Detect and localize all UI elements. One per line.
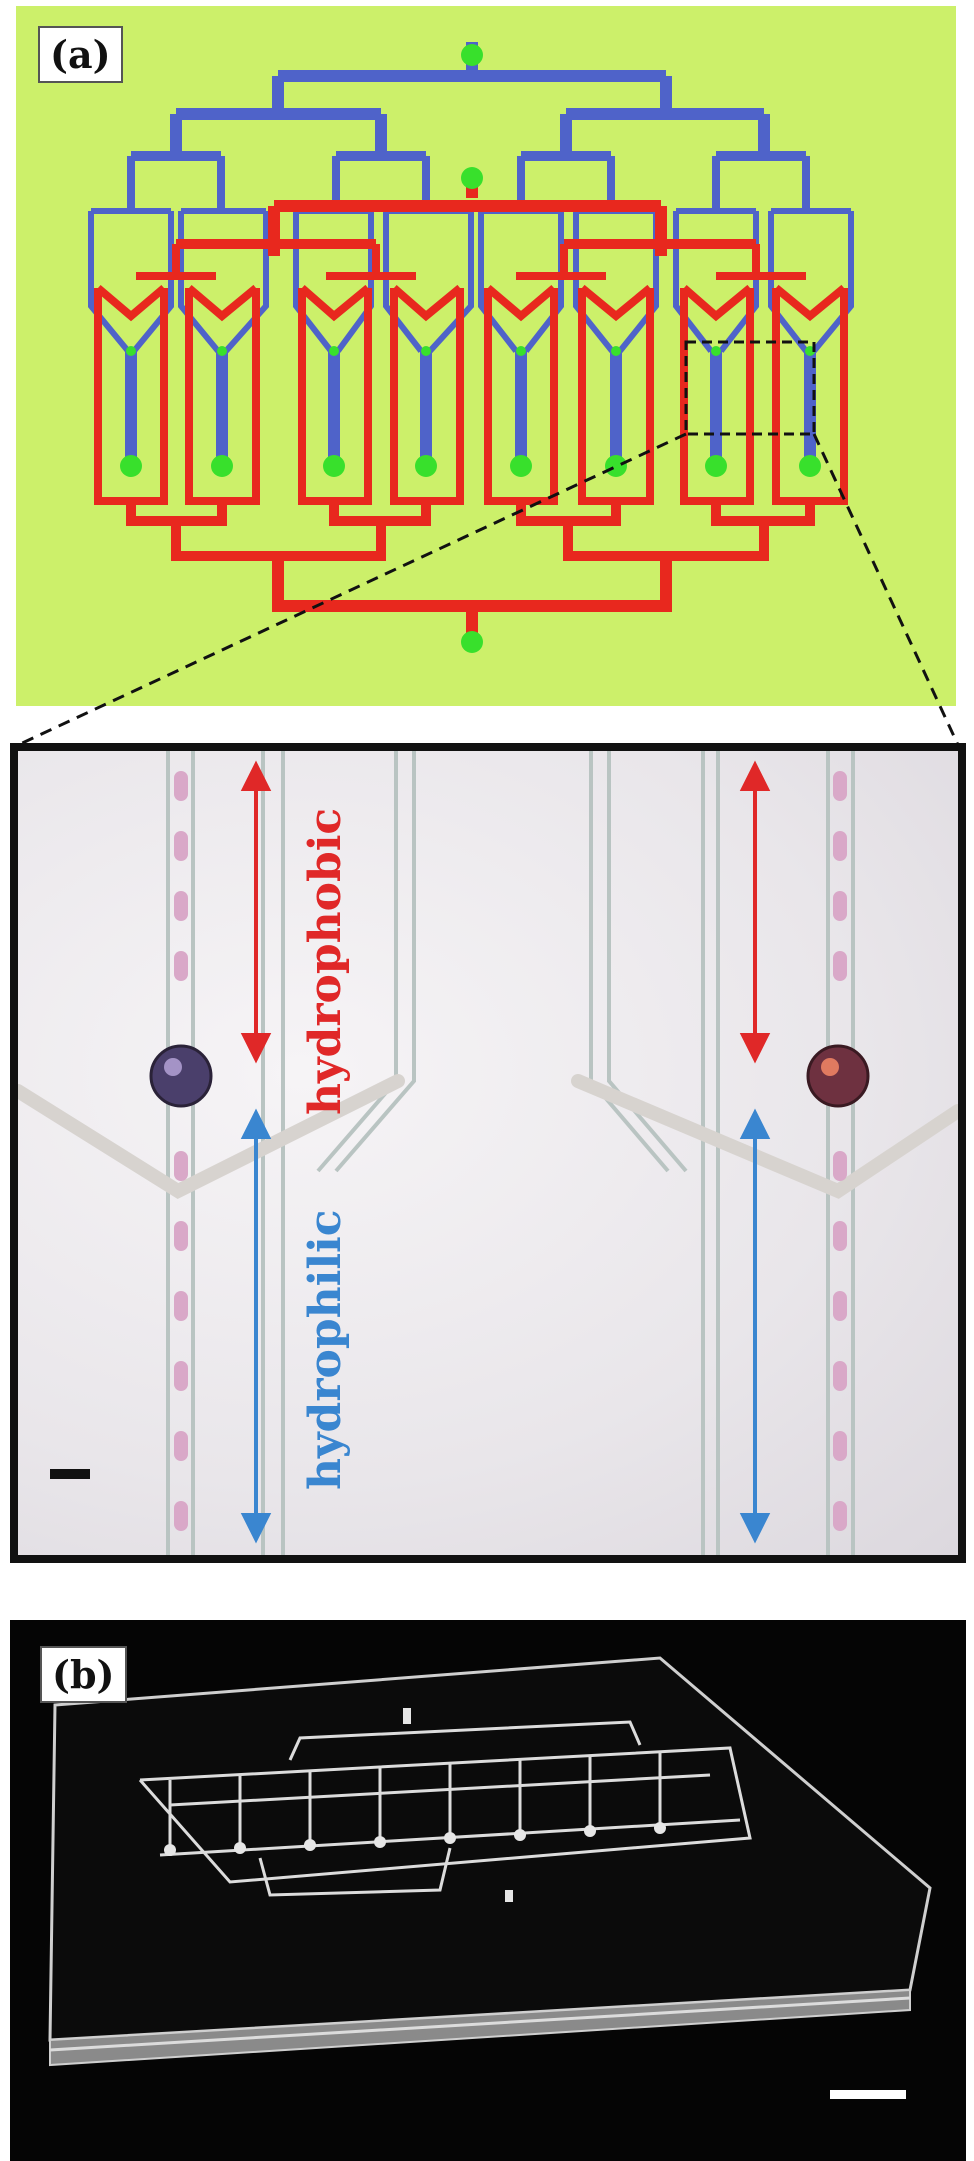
hydrophobic-arrows (240, 760, 771, 1064)
hydrophilic-arrows (240, 1108, 771, 1544)
device-photo-panel: (b) (10, 1620, 966, 2161)
blue-channel-network (88, 42, 854, 466)
channel-network-diagram (88, 42, 854, 653)
micrograph-panel (10, 743, 966, 1563)
panel-a-label: (a) (38, 26, 123, 83)
trapped-droplets (149, 1044, 870, 1108)
microchannels (166, 751, 855, 1555)
scale-bar-b (830, 2090, 906, 2099)
acrylic-chip (48, 1656, 932, 2067)
channel-micrograph (18, 751, 958, 1555)
hydrophilic-label: hydrophilic (300, 1209, 351, 1490)
zoom-region-box (684, 340, 816, 436)
droplet-train (174, 771, 847, 1531)
hydrophobic-label: hydrophobic (300, 807, 351, 1115)
chip-ports (164, 1708, 666, 1902)
chip-photo (48, 1656, 932, 2099)
hydrophilic-boundary (18, 1074, 958, 1200)
schematic-panel: (a) (16, 6, 956, 706)
port-markers (120, 44, 821, 653)
panel-b-label: (b) (40, 1646, 127, 1703)
scale-bar (50, 1469, 90, 1479)
